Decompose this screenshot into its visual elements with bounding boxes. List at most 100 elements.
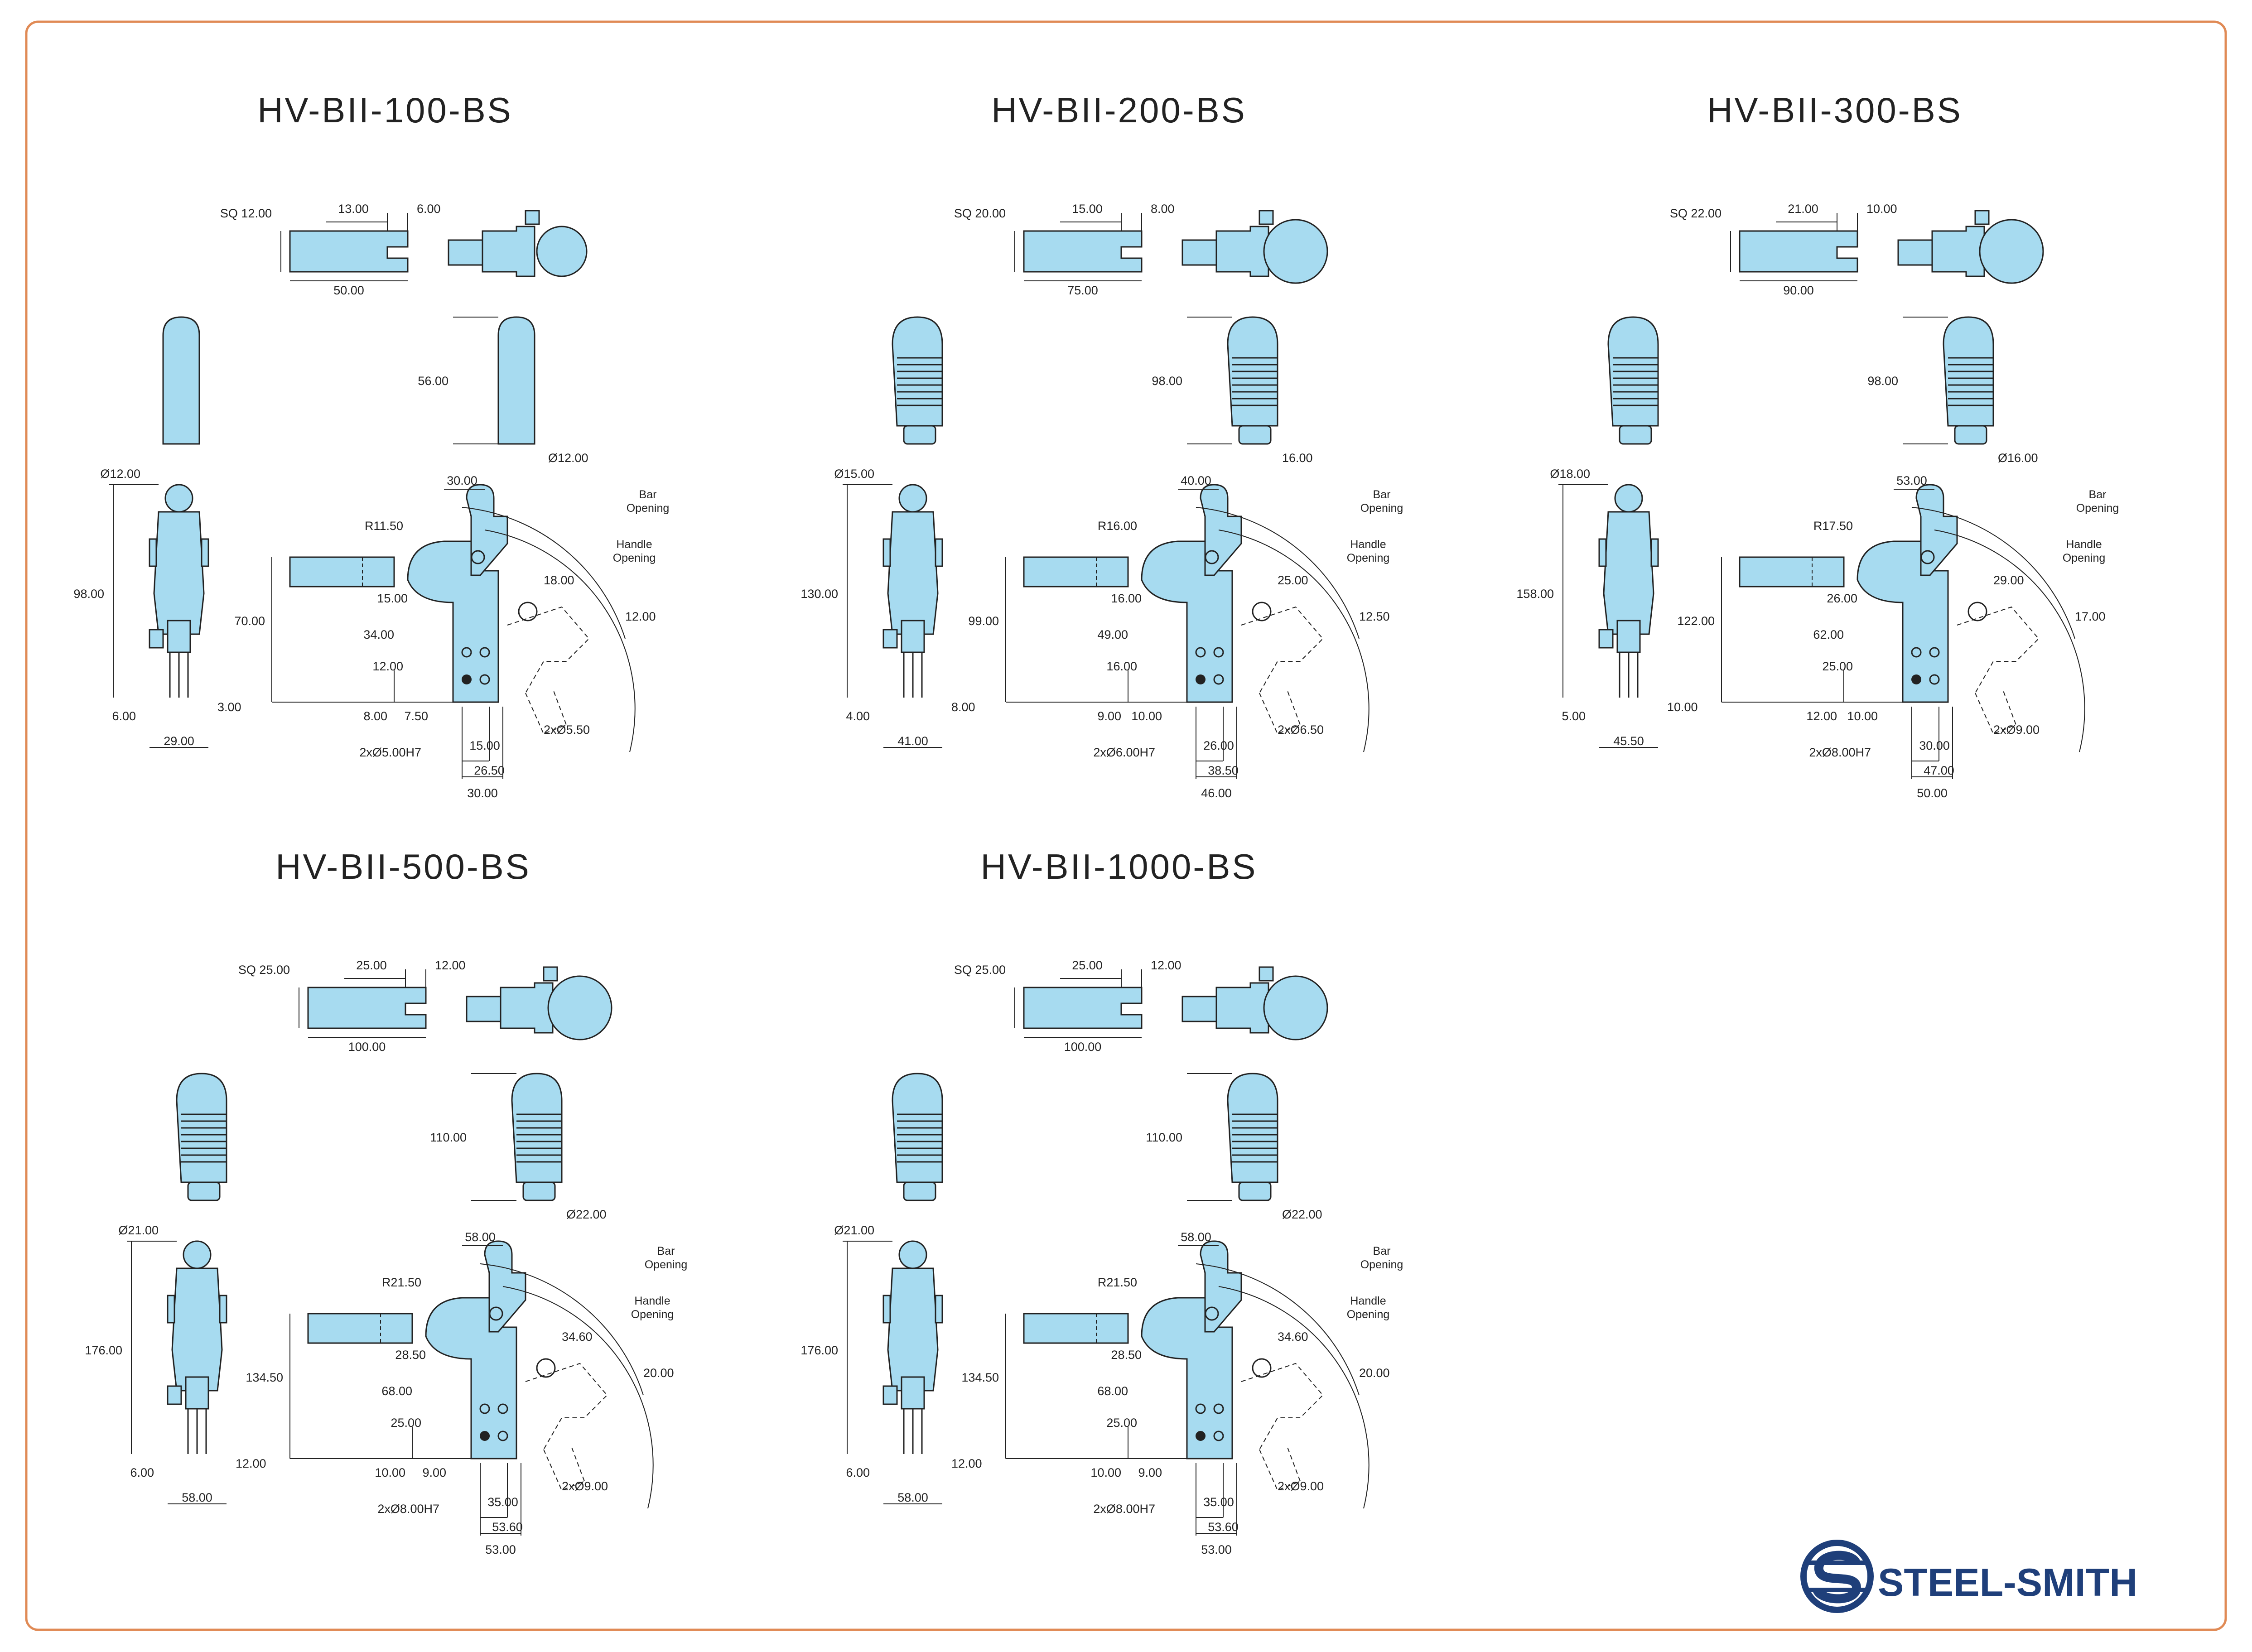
- dimension-label: 25.00: [356, 958, 387, 972]
- pivot-pin: [471, 550, 485, 564]
- spindle-bar-side: [289, 556, 395, 588]
- pivot-pin: [1967, 602, 1987, 621]
- spindle-tip: [1897, 239, 1933, 266]
- dimension-label: Ø12.00: [100, 467, 140, 481]
- bar-opening-label: Bar: [1373, 1245, 1391, 1257]
- grip-collar: [1238, 425, 1272, 445]
- handle-tip: [1614, 484, 1643, 513]
- dowel-hole: [1911, 674, 1921, 684]
- handle-opening-arc: [1218, 1286, 1370, 1509]
- handle-grip-front: [1607, 316, 1659, 445]
- handle-tip: [164, 484, 193, 513]
- pivot-pin: [1252, 602, 1272, 621]
- mount-hole: [1213, 1403, 1224, 1414]
- open-position-outline: [1241, 1363, 1324, 1450]
- dowel-hole: [1196, 674, 1206, 684]
- handle-grip: [497, 316, 535, 445]
- main-view: BarOpeningHandleOpening40.00R16.0025.009…: [968, 474, 1403, 800]
- bar-opening-label: Bar: [2089, 488, 2107, 501]
- side-bolt: [1598, 538, 1607, 567]
- open-position-outline: [1975, 688, 2017, 735]
- dimension-label: 34.60: [1278, 1330, 1308, 1344]
- clamp-arm: [407, 540, 499, 703]
- brand-name: STEEL-SMITH: [1878, 1561, 2137, 1604]
- pivot-pin: [489, 1306, 503, 1321]
- side-block: [1616, 620, 1641, 653]
- side-nut: [882, 1385, 898, 1405]
- dimension-label: 7.50: [404, 709, 428, 723]
- mount-hole: [1911, 647, 1922, 658]
- dimension-label: 3.00: [217, 700, 241, 714]
- bar-opening-label: Opening: [1360, 1258, 1403, 1271]
- side-nut: [149, 629, 164, 649]
- dimension-label: 25.00: [1822, 660, 1853, 673]
- dimension-label: 13.00: [338, 202, 369, 216]
- dimension-label: 134.50: [246, 1371, 283, 1384]
- grip-collar: [903, 425, 936, 445]
- side-bolt: [1650, 538, 1659, 567]
- side-block: [901, 620, 925, 653]
- dimension-label: 12.00: [372, 660, 403, 673]
- handle-tip: [898, 1240, 927, 1269]
- grip-collar: [1954, 425, 1987, 445]
- spindle-tip: [1181, 239, 1217, 266]
- handle-knob-top: [1263, 219, 1328, 284]
- dimension-label: 12.00: [1151, 958, 1181, 972]
- dowel-hole: [462, 674, 472, 684]
- dimension-label: R11.50: [365, 519, 403, 533]
- dimension-label: 6.00: [112, 709, 136, 723]
- mount-hole: [1213, 674, 1224, 685]
- dimension-label: 30.00: [1919, 739, 1950, 752]
- spindle-bar: [289, 230, 409, 273]
- spindle-bar: [1023, 987, 1143, 1029]
- side-nut: [167, 1385, 182, 1405]
- sheet-border: [25, 20, 2227, 1631]
- dimension-label: 10.00: [1847, 709, 1878, 723]
- bar-opening-label: Opening: [627, 502, 670, 515]
- dimension-label: 2xØ9.00: [1993, 723, 2040, 737]
- dimension-label: Ø18.00: [1550, 467, 1590, 481]
- bolt-head: [1259, 966, 1274, 982]
- dimension-label: 56.00: [418, 374, 448, 388]
- dimension-label: 8.00: [363, 709, 387, 723]
- dimension-label: 40.00: [1181, 474, 1211, 487]
- grip-collar: [187, 1181, 221, 1201]
- dimension-label: 2xØ6.50: [1278, 723, 1324, 737]
- handle-grip-front: [892, 1073, 943, 1201]
- handle-knob-top: [1979, 219, 2044, 284]
- side-nut: [882, 629, 898, 649]
- dimension-label: 10.00: [1866, 202, 1897, 216]
- dimension-label: 58.00: [182, 1491, 212, 1504]
- bar-opening-label: Bar: [639, 488, 657, 501]
- dimension-label: 53.00: [1896, 474, 1927, 487]
- spindle-tip: [466, 996, 502, 1022]
- bar-opening-label: Opening: [1360, 502, 1403, 515]
- dimension-label: 30.00: [467, 786, 498, 800]
- main-view: BarOpeningHandleOpening58.00R21.5034.601…: [961, 1230, 1403, 1556]
- dimension-label: 2xØ6.00H7: [1093, 746, 1155, 759]
- handle-opening-arc: [502, 1286, 654, 1509]
- clamp-body-top: [500, 982, 554, 1034]
- dimension-label: 30.00: [447, 474, 477, 487]
- bar-opening-label: Bar: [657, 1245, 675, 1257]
- spindle-bar-side: [1739, 556, 1845, 588]
- clamp-body-top: [1931, 226, 1985, 277]
- dimension-label: 53.60: [1208, 1520, 1239, 1534]
- dimension-label: 98.00: [1867, 374, 1898, 388]
- side-block: [185, 1376, 209, 1410]
- dimension-label: 35.00: [487, 1495, 518, 1509]
- main-view: BarOpeningHandleOpening58.00R21.5034.601…: [246, 1230, 687, 1556]
- dimension-label: 53.60: [492, 1520, 523, 1534]
- dimension-label: 8.00: [1151, 202, 1175, 216]
- dimension-label: 10.00: [1667, 700, 1698, 714]
- dimension-label: 35.00: [1203, 1495, 1234, 1509]
- dimension-label: R17.50: [1813, 519, 1853, 533]
